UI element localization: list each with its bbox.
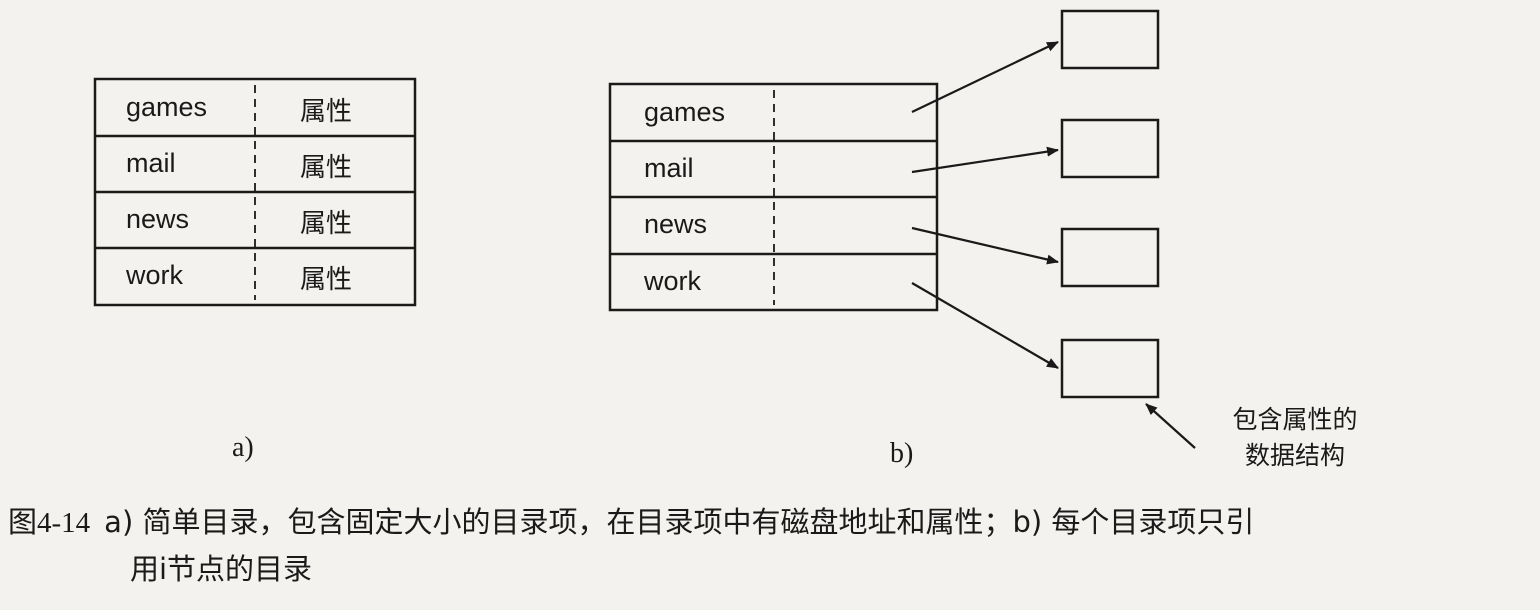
figure-a-row-name: mail — [126, 148, 176, 178]
figure-a-row-attr: 属性 — [300, 209, 353, 239]
figure-b-table — [608, 82, 939, 312]
caption-line-1: a) 简单目录，包含固定大小的目录项，在目录项中有磁盘地址和属性；b) 每个目录… — [104, 505, 1255, 539]
attribute-box-work — [1060, 338, 1160, 399]
figure-a-label: a) — [232, 432, 254, 463]
attribute-box-news — [1060, 227, 1160, 288]
figure-a-row-name: news — [126, 204, 190, 234]
arrow-work — [911, 282, 1059, 369]
figure-a-row-attr: 属性 — [300, 97, 353, 127]
attribute-box-mail — [1060, 118, 1160, 179]
figure-a-row-attr: 属性 — [300, 265, 353, 295]
arrow-news — [911, 226, 1059, 265]
attribute-structures — [1060, 9, 1160, 399]
figure-a-row-attr: 属性 — [300, 153, 353, 183]
figure-b-label: b) — [890, 438, 914, 469]
figure-b-row-name: work — [644, 266, 702, 296]
attribute-structure-note: 包含属性的 数据结构 — [1195, 402, 1395, 474]
arrow-note — [1145, 403, 1196, 449]
caption-number: 图4-14 — [8, 507, 91, 539]
attribute-box-games — [1060, 9, 1160, 70]
arrow-mail — [911, 146, 1059, 174]
caption-line-2: 用i节点的目录 — [130, 552, 313, 586]
figure-a-row-name: games — [126, 92, 208, 122]
arrow-games — [911, 41, 1059, 113]
note-line-1: 包含属性的 — [1232, 405, 1358, 434]
note-line-2: 数据结构 — [1244, 441, 1345, 470]
pointer-arrows — [911, 41, 1196, 449]
figure-caption: 图4-14 a) 简单目录，包含固定大小的目录项，在目录项中有磁盘地址和属性；b)… — [8, 499, 1533, 592]
figure-a-table — [93, 77, 417, 307]
figure-b-row-name: mail — [644, 153, 694, 183]
figure-b-row-name: news — [644, 209, 708, 239]
figure-a-row-name: work — [126, 260, 184, 290]
figure-b-row-name: games — [644, 97, 726, 127]
